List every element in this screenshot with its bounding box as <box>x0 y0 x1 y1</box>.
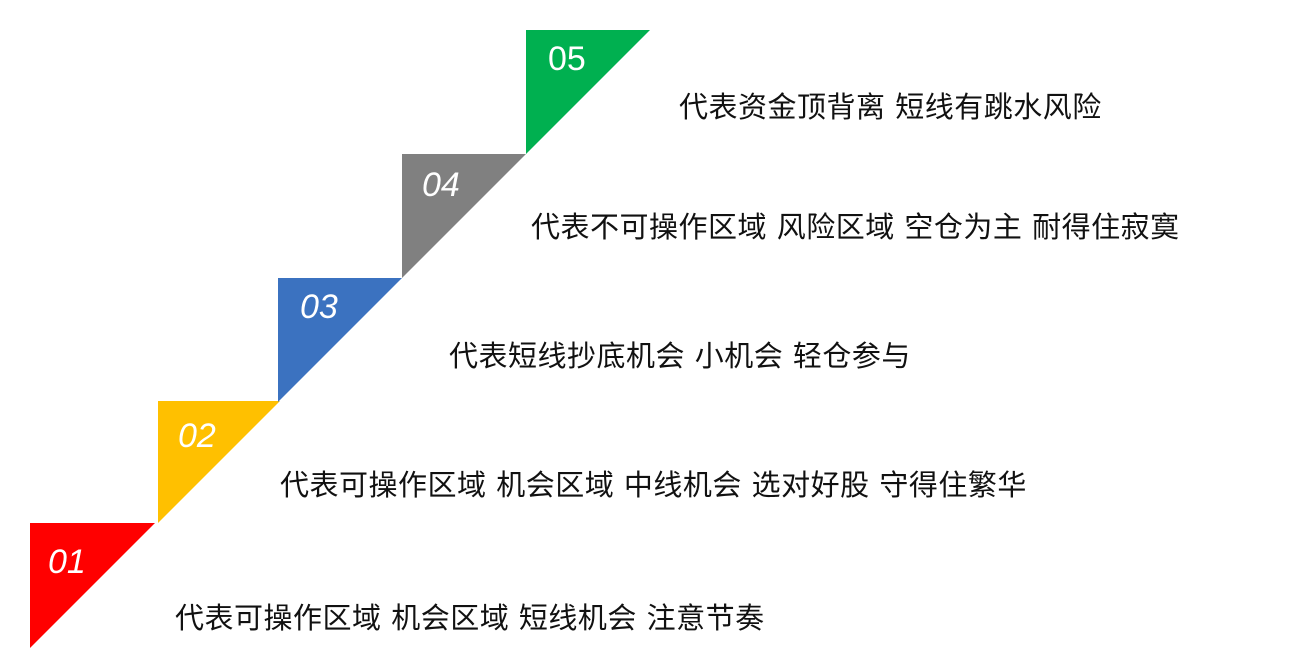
step-02-group: 02 <box>158 401 280 523</box>
step-05-triangle <box>526 30 650 154</box>
step-04-group: 04 <box>402 154 526 278</box>
step-02-description: 代表可操作区域 机会区域 中线机会 选对好股 守得住繁华 <box>280 468 1027 502</box>
step-01-number: 01 <box>48 543 86 581</box>
step-05-group: 05 <box>526 30 650 154</box>
step-01-triangle <box>30 523 155 648</box>
step-01-group: 01 <box>30 523 155 648</box>
step-03-group: 03 <box>278 278 402 402</box>
step-04-number: 04 <box>422 166 460 204</box>
step-04-description: 代表不可操作区域 风险区域 空仓为主 耐得住寂寞 <box>531 210 1180 244</box>
step-02-triangle <box>158 401 280 523</box>
step-02-number: 02 <box>178 417 216 455</box>
step-03-number: 03 <box>300 288 338 326</box>
step-01-description: 代表可操作区域 机会区域 短线机会 注意节奏 <box>175 601 765 635</box>
step-05-description: 代表资金顶背离 短线有跳水风险 <box>679 90 1102 124</box>
step-04-triangle <box>402 154 526 278</box>
step-05-number: 05 <box>548 40 586 78</box>
step-03-triangle <box>278 278 402 402</box>
step-03-description: 代表短线抄底机会 小机会 轻仓参与 <box>449 339 911 373</box>
